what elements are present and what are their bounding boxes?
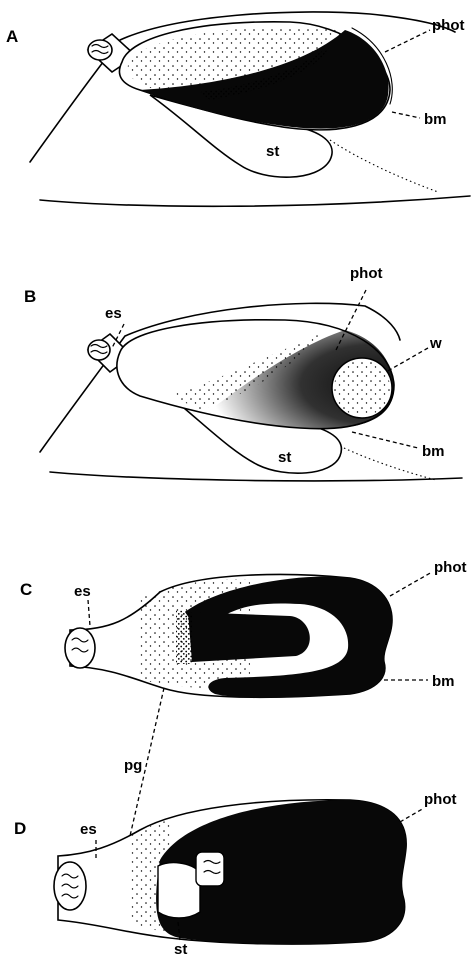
panel-b-bm-label: bm	[422, 443, 445, 460]
panel-a-bm-label: bm	[424, 111, 447, 128]
panel-c-inner-dark	[188, 612, 310, 662]
panel-c-dense-edge	[176, 610, 192, 664]
panel-b-es-label: es	[105, 305, 122, 322]
panel-b-phot-label: phot	[350, 265, 382, 282]
panel-c-bm-label: bm	[432, 673, 455, 690]
panel-b-window-stipple	[334, 360, 390, 416]
panel-d-phot-leader	[400, 808, 424, 822]
panel-a-base-line	[40, 196, 470, 206]
panel-d: D es phot pg st	[14, 688, 456, 958]
panel-d-pg-label: pg	[124, 757, 142, 774]
panel-a: A phot bm st	[6, 12, 470, 206]
panel-a-bm-leader	[392, 112, 420, 118]
panel-a-phot-leader	[385, 30, 430, 52]
panel-c-phot-leader	[390, 572, 432, 596]
panel-d-es-label: es	[80, 821, 97, 838]
panel-a-esophagus-lumen	[88, 40, 112, 60]
panel-c: C es phot bm	[20, 559, 466, 698]
panel-b-esophagus-lumen	[88, 340, 110, 360]
panel-c-letter: C	[20, 580, 32, 599]
panel-d-stomach-notch	[158, 863, 200, 918]
panel-b-w-leader	[386, 348, 428, 372]
panel-a-letter: A	[6, 27, 18, 46]
panel-c-esophagus-end	[65, 628, 95, 668]
panel-b-w-label: w	[429, 335, 442, 352]
panel-c-es-label: es	[74, 583, 91, 600]
panel-b: B es phot w bm st	[24, 265, 462, 481]
panel-d-phot-label: phot	[424, 791, 456, 808]
panel-b-bm-leader	[352, 432, 418, 448]
panel-c-es-leader	[88, 600, 90, 626]
panel-d-st-label: st	[174, 941, 187, 958]
panel-b-st-label: st	[278, 449, 291, 466]
panel-a-dotted-line	[330, 140, 438, 192]
panel-d-stomach-chamber	[196, 852, 224, 886]
panel-b-base-line	[50, 472, 462, 481]
panel-b-letter: B	[24, 287, 36, 306]
panel-a-phot-label: phot	[432, 17, 464, 34]
panel-d-letter: D	[14, 819, 26, 838]
panel-a-st-label: st	[266, 143, 279, 160]
panel-c-phot-label: phot	[434, 559, 466, 576]
